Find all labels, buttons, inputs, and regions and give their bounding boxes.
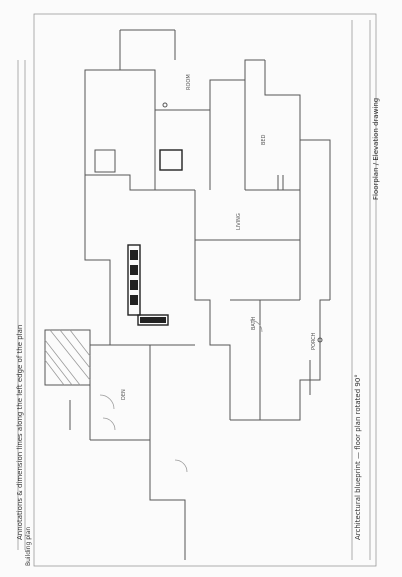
kitchen-fixtures	[94, 149, 183, 326]
svg-text:BED: BED	[261, 134, 267, 145]
svg-text:ROOM: ROOM	[186, 74, 192, 90]
building-outline	[84, 30, 331, 560]
door-swings	[99, 319, 263, 473]
svg-text:LIVING: LIVING	[236, 213, 242, 230]
stair-hatch	[44, 329, 91, 386]
room-labels: ROOM BED LIVING BATH DEN PORCH	[121, 74, 317, 400]
svg-text:BATH: BATH	[251, 316, 257, 330]
right-margin-note: Architectural blueprint — floor plan rot…	[354, 374, 362, 540]
svg-text:PORCH: PORCH	[311, 332, 317, 350]
sheet-border	[33, 13, 377, 567]
svg-text:DEN: DEN	[121, 389, 127, 400]
symbols	[69, 102, 323, 430]
left-margin-note: Annotations & dimension lines along the …	[16, 325, 24, 540]
title-block-top: Floorplan / Elevation drawing	[372, 98, 380, 200]
bottom-margin-note: Building plan	[25, 527, 32, 566]
interior-walls	[110, 29, 301, 440]
